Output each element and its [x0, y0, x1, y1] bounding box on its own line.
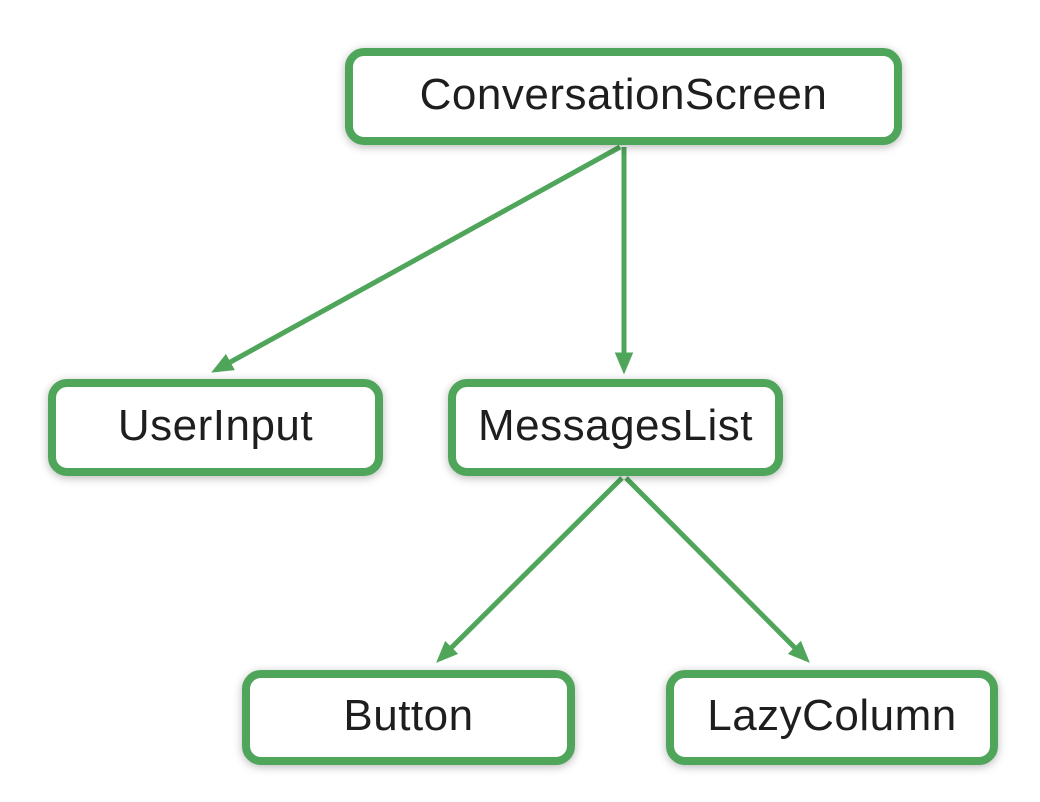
- node-user-input: UserInput: [48, 379, 383, 476]
- node-label-user-input: UserInput: [117, 400, 314, 450]
- node-label-conversation-screen: ConversationScreen: [419, 69, 828, 119]
- edge-messageslist-button: [436, 476, 624, 663]
- edge-conversationscreen-userinput: [211, 144, 622, 373]
- edge-messageslist-lazycolumn: [624, 476, 810, 663]
- node-button: Button: [242, 670, 575, 765]
- node-messages-list: MessagesList: [448, 379, 783, 476]
- node-conversation-screen: ConversationScreen: [345, 48, 902, 145]
- node-lazy-column: LazyColumn: [666, 670, 998, 765]
- node-label-messages-list: MessagesList: [477, 400, 753, 450]
- node-label-button: Button: [343, 690, 474, 740]
- node-label-lazy-column: LazyColumn: [707, 690, 957, 740]
